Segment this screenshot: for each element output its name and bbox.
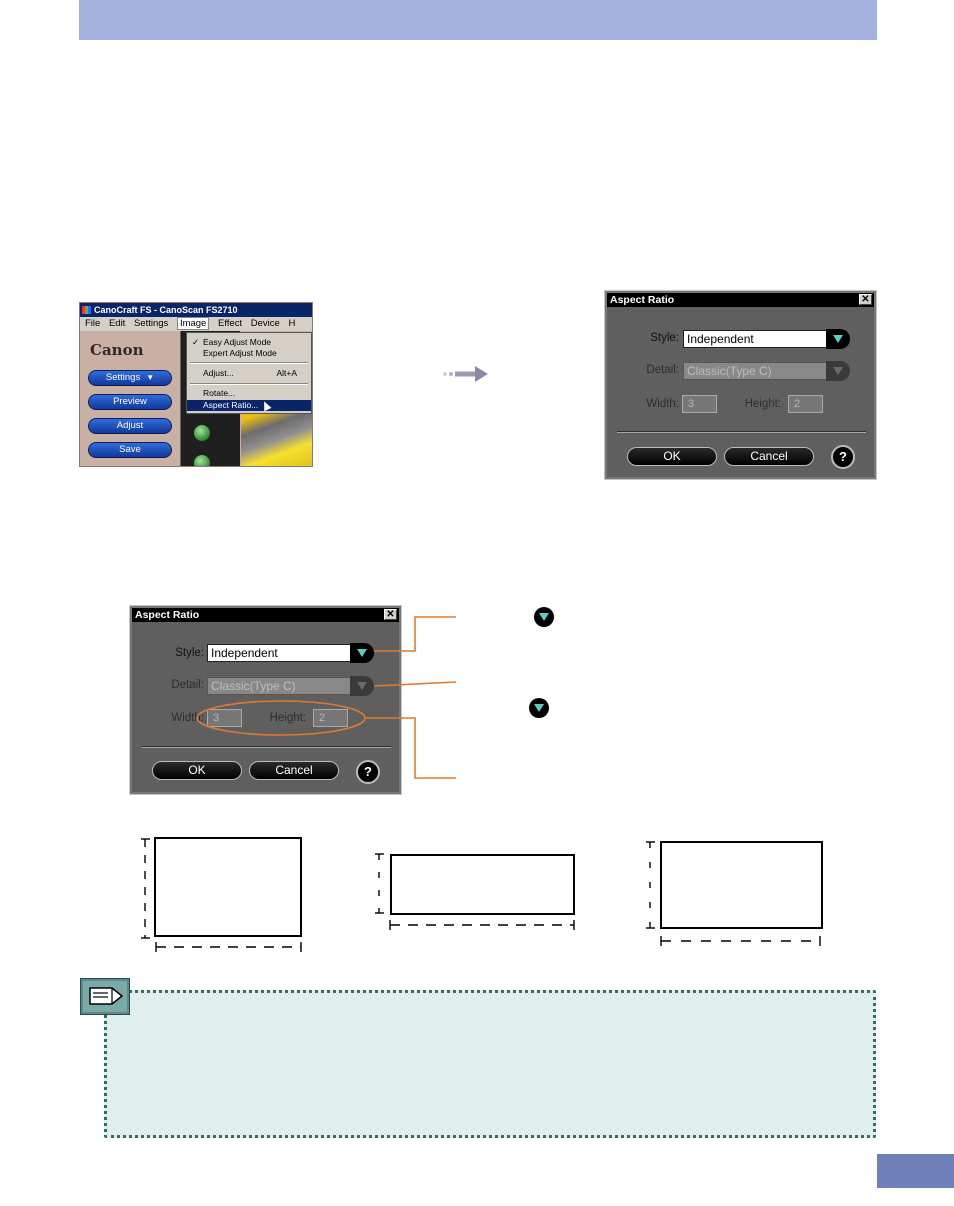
width-field: 3 xyxy=(682,395,717,413)
menu-image[interactable]: Image xyxy=(176,317,210,330)
ratio-rectangle-wide xyxy=(390,854,575,915)
menu-divider xyxy=(190,383,308,385)
app-menubar: File Edit Settings Image Effect Device H xyxy=(80,317,312,331)
close-icon[interactable]: ✕ xyxy=(384,609,397,620)
menu-item-label: Adjust... xyxy=(203,368,234,378)
page-number-tab xyxy=(877,1154,954,1188)
app-icon xyxy=(82,306,91,314)
settings-button-label: Settings xyxy=(105,372,141,383)
height-field: 2 xyxy=(313,709,348,727)
aspect-ratio-dialog-annotated: Aspect Ratio ✕ Style: Independent Detail… xyxy=(129,605,402,795)
dropdown-button-icon xyxy=(534,607,554,627)
canocraft-window-screenshot: CanoCraft FS - CanoScan FS2710 File Edit… xyxy=(79,302,313,467)
ok-button[interactable]: OK xyxy=(152,761,242,780)
dropdown-triangle-icon xyxy=(539,613,549,621)
detail-field: Classic(Type C) xyxy=(207,677,351,695)
style-dropdown-button[interactable] xyxy=(826,329,850,349)
ok-button[interactable]: OK xyxy=(627,447,717,466)
dropdown-triangle-icon xyxy=(833,367,843,375)
dropdown-triangle-icon xyxy=(357,682,367,690)
note-pencil-icon xyxy=(80,978,130,1015)
check-icon: ✓ xyxy=(192,337,200,347)
dialog-titlebar: Aspect Ratio ✕ xyxy=(132,608,399,622)
rotate-icon[interactable] xyxy=(194,455,210,466)
menu-help[interactable]: H xyxy=(288,318,296,329)
height-field: 2 xyxy=(788,395,823,413)
settings-button[interactable]: Settings ▼ xyxy=(88,370,172,386)
app-titlebar: CanoCraft FS - CanoScan FS2710 xyxy=(80,303,312,317)
style-label: Style: xyxy=(650,332,679,344)
header-banner xyxy=(79,0,877,40)
style-label: Style: xyxy=(175,647,204,659)
detail-dropdown-button xyxy=(826,361,850,381)
save-button[interactable]: Save xyxy=(88,442,172,458)
dropdown-triangle-icon xyxy=(833,335,843,343)
app-title: CanoCraft FS - CanoScan FS2710 xyxy=(94,305,238,315)
dialog-divider xyxy=(617,431,866,433)
menu-item-rotate[interactable]: Rotate... xyxy=(203,388,236,398)
ratio-rectangle-medium xyxy=(660,841,823,929)
dialog-divider xyxy=(142,746,391,748)
cancel-button[interactable]: Cancel xyxy=(724,447,814,466)
help-icon[interactable]: ? xyxy=(356,760,380,784)
menu-item-easy-adjust[interactable]: ✓ Easy Adjust Mode xyxy=(187,337,311,348)
adjust-button[interactable]: Adjust xyxy=(88,418,172,434)
detail-field: Classic(Type C) xyxy=(683,362,827,380)
help-icon[interactable]: ? xyxy=(831,445,855,469)
ratio-dimension-marks xyxy=(141,838,821,952)
aspect-ratio-dialog: Aspect Ratio ✕ Style: Independent Detail… xyxy=(604,290,877,480)
menu-item-label: Easy Adjust Mode xyxy=(203,337,272,347)
style-dropdown-button[interactable] xyxy=(350,643,374,663)
arrow-right-icon xyxy=(443,366,488,382)
height-label: Height: xyxy=(269,712,306,724)
canon-logo: Canon xyxy=(90,341,144,359)
menu-item-expert-adjust[interactable]: Expert Adjust Mode xyxy=(203,348,277,358)
menu-item-aspect-ratio[interactable]: Aspect Ratio... xyxy=(187,400,311,411)
menu-file[interactable]: File xyxy=(85,318,101,329)
close-icon[interactable]: ✕ xyxy=(859,294,872,305)
menu-settings[interactable]: Settings xyxy=(133,318,169,329)
dialog-title: Aspect Ratio xyxy=(135,609,200,621)
menu-item-shortcut: Alt+A xyxy=(276,368,297,378)
menu-edit[interactable]: Edit xyxy=(108,318,126,329)
detail-dropdown-button xyxy=(350,676,374,696)
dialog-titlebar: Aspect Ratio ✕ xyxy=(607,293,874,307)
zoom-icon[interactable] xyxy=(194,425,210,441)
preview-button[interactable]: Preview xyxy=(88,394,172,410)
style-field[interactable]: Independent xyxy=(683,330,827,348)
dropdown-button-icon xyxy=(529,698,549,718)
image-menu-dropdown: ✓ Easy Adjust Mode Expert Adjust Mode Ad… xyxy=(186,332,312,414)
note-box xyxy=(104,990,876,1138)
height-label: Height: xyxy=(744,398,781,410)
width-label: Width: xyxy=(171,712,204,724)
detail-label: Detail: xyxy=(171,679,204,691)
callout-lines xyxy=(196,616,457,779)
dialog-title: Aspect Ratio xyxy=(610,294,675,306)
dropdown-triangle-icon xyxy=(357,649,367,657)
width-field: 3 xyxy=(207,709,242,727)
width-label: Width: xyxy=(646,398,679,410)
menu-item-adjust[interactable]: Adjust... Alt+A xyxy=(187,368,311,379)
chevron-down-icon: ▼ xyxy=(146,373,155,382)
menu-device[interactable]: Device xyxy=(250,318,280,329)
menu-divider xyxy=(190,362,308,364)
cancel-button[interactable]: Cancel xyxy=(249,761,339,780)
ratio-rectangle-classic xyxy=(154,837,302,937)
detail-label: Detail: xyxy=(646,364,679,376)
dropdown-triangle-icon xyxy=(534,704,544,712)
menu-effect[interactable]: Effect xyxy=(217,318,243,329)
